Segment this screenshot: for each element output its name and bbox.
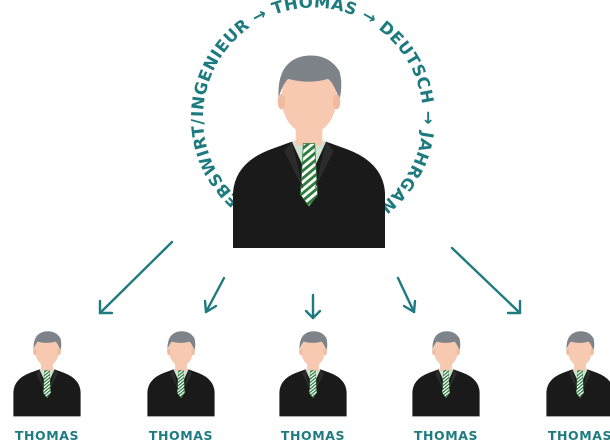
main-person-icon <box>232 54 386 249</box>
child-label: THOMAS <box>15 428 79 443</box>
child-label: THOMAS <box>414 428 478 443</box>
arrow-icon <box>396 276 417 314</box>
child-person-icon <box>279 331 347 417</box>
child-label: THOMAS <box>548 428 610 443</box>
arrow-icon <box>304 293 322 320</box>
child-person-icon <box>412 331 480 417</box>
arrow-icon <box>203 276 226 314</box>
arrow-icon <box>98 240 174 315</box>
child-person-icon <box>546 331 610 417</box>
child-person-icon <box>13 331 81 417</box>
child-person-icon <box>147 331 215 417</box>
child-label: THOMAS <box>281 428 345 443</box>
arrow-icon <box>450 246 522 315</box>
child-label: THOMAS <box>149 428 213 443</box>
